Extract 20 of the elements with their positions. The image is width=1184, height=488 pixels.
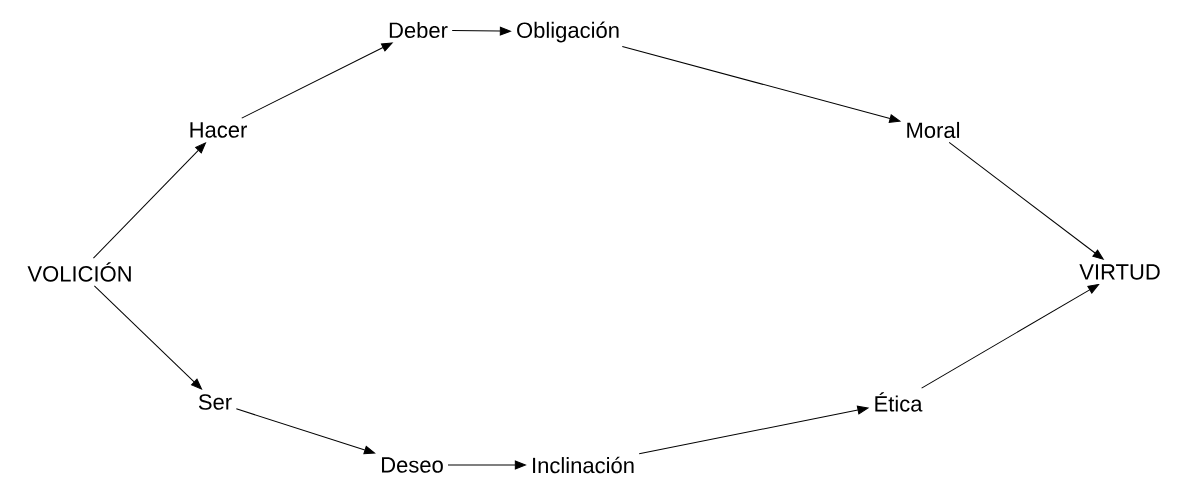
concept-label: Ética <box>875 392 923 412</box>
arrow <box>235 408 376 455</box>
concept-label: VIRTUD <box>1079 264 1160 280</box>
concept-label: Ser <box>198 394 232 410</box>
arrow <box>241 42 393 119</box>
arrow <box>638 405 869 455</box>
arrow <box>621 46 901 123</box>
arrow <box>451 26 511 36</box>
concept-label: Hacer <box>190 122 247 138</box>
arrow <box>447 460 526 470</box>
concept-label: Moral <box>907 121 960 139</box>
concept-label: Obligación <box>517 21 619 43</box>
arrow <box>948 141 1104 260</box>
arrow <box>921 284 1099 389</box>
arrow <box>93 285 203 390</box>
concept-label: Deber <box>389 21 448 39</box>
concept-label: VOLICIÓN <box>27 262 131 282</box>
concept-label: Inclinación <box>533 456 634 474</box>
concept-label: Deseo <box>382 457 443 473</box>
arrow <box>92 142 206 259</box>
